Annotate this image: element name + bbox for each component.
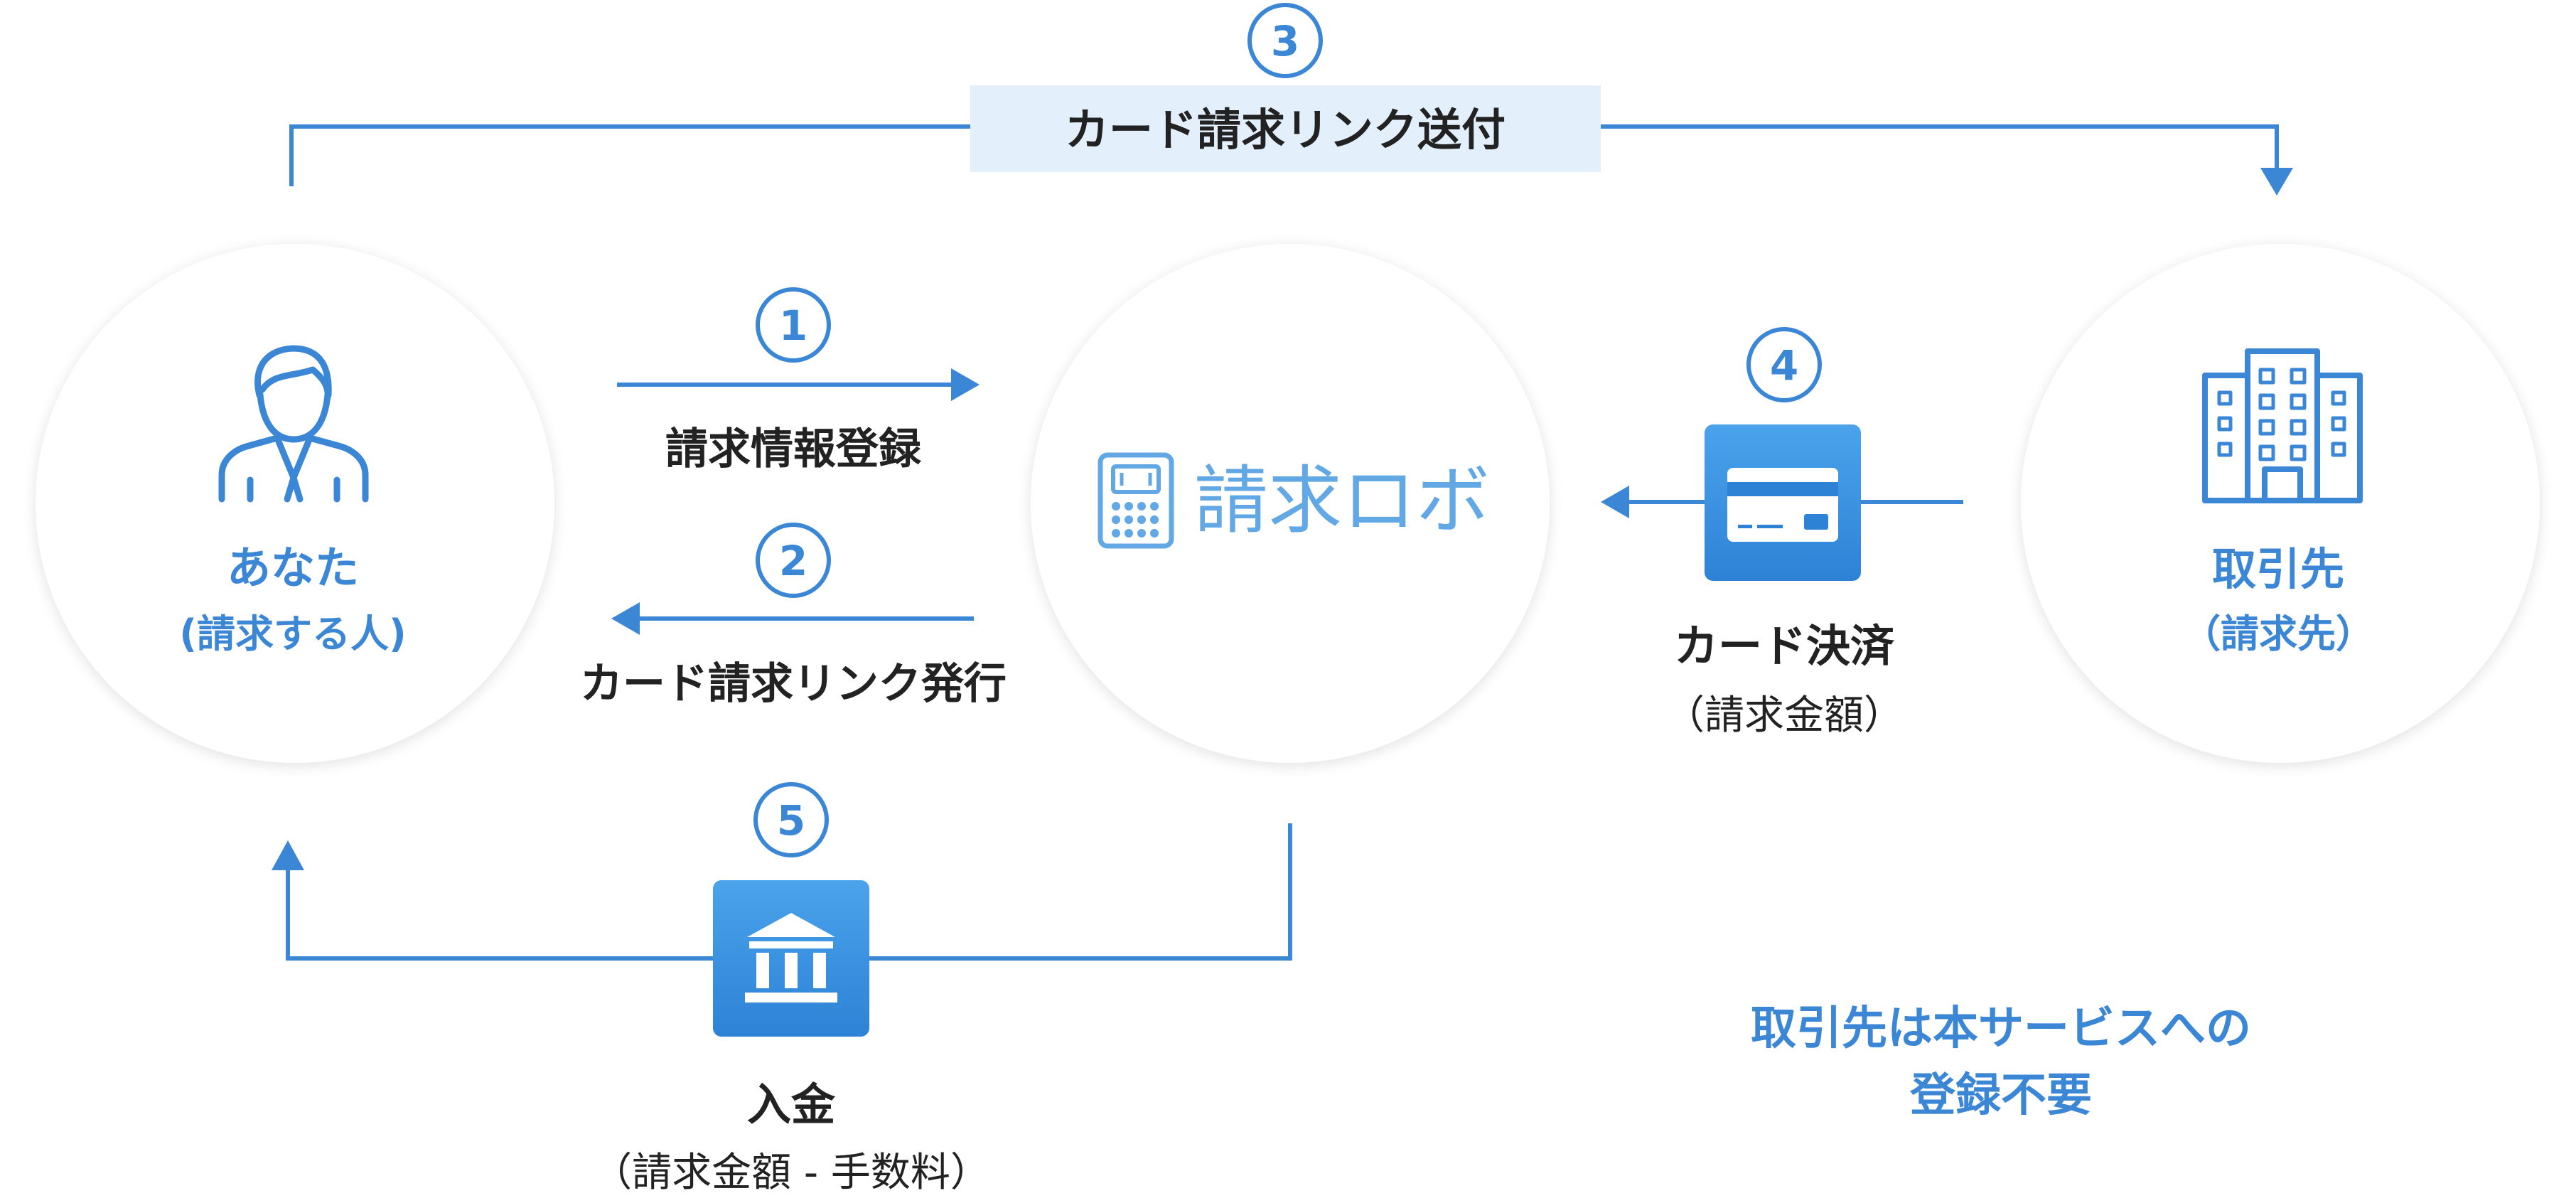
step4-label: カード決済 bbox=[1674, 620, 1895, 672]
step3-label-box bbox=[970, 85, 1601, 172]
step4-number-badge bbox=[1746, 327, 1822, 402]
step5-arrowhead bbox=[272, 840, 304, 870]
bank-tile bbox=[713, 880, 869, 1037]
step1-number: 1 bbox=[779, 301, 807, 350]
step5-number-badge bbox=[753, 782, 829, 857]
step2-number-badge bbox=[756, 523, 831, 598]
you-node-name: あなた bbox=[227, 542, 359, 594]
step4-sublabel: （請求金額） bbox=[1665, 693, 1904, 739]
person-icon bbox=[218, 345, 369, 503]
step3-number: 3 bbox=[1271, 17, 1299, 65]
step5-label: 入金 bbox=[747, 1079, 836, 1130]
robo-node-circle bbox=[1031, 244, 1550, 763]
calculator-icon bbox=[1098, 452, 1174, 549]
note-line-1: 取引先は本サービスへの bbox=[1751, 1002, 2251, 1055]
step1-arrowhead bbox=[951, 368, 980, 401]
client-node-name: 取引先 bbox=[2212, 543, 2344, 595]
step4-arrowhead bbox=[1601, 486, 1629, 518]
step1-label: 請求情報登録 bbox=[665, 424, 922, 474]
step5-sublabel: （請求金額 - 手数料） bbox=[592, 1150, 990, 1196]
step2-label: カード請求リンク発行 bbox=[580, 659, 1007, 709]
step2-arrowhead bbox=[611, 602, 640, 635]
credit-card-icon bbox=[1727, 468, 1838, 542]
card-tile bbox=[1705, 424, 1861, 581]
bank-icon bbox=[745, 913, 837, 1002]
step2-number: 2 bbox=[779, 537, 807, 585]
building-icon bbox=[2202, 348, 2363, 503]
step3-label: カード請求リンク送付 bbox=[1065, 104, 1506, 156]
you-node-sublabel: (請求する人) bbox=[179, 611, 406, 656]
note-line-2: 登録不要 bbox=[1909, 1069, 2092, 1122]
client-node-sublabel: （請求先） bbox=[2182, 611, 2374, 656]
step5-number: 5 bbox=[777, 796, 805, 845]
robo-logo-text: 請求ロボ bbox=[1194, 457, 1490, 544]
step3-arrowhead bbox=[2260, 168, 2293, 196]
step4-number: 4 bbox=[1770, 341, 1798, 390]
step1-number-badge bbox=[756, 287, 831, 363]
step3-number-badge bbox=[1247, 3, 1323, 78]
you-node-circle bbox=[36, 244, 554, 763]
